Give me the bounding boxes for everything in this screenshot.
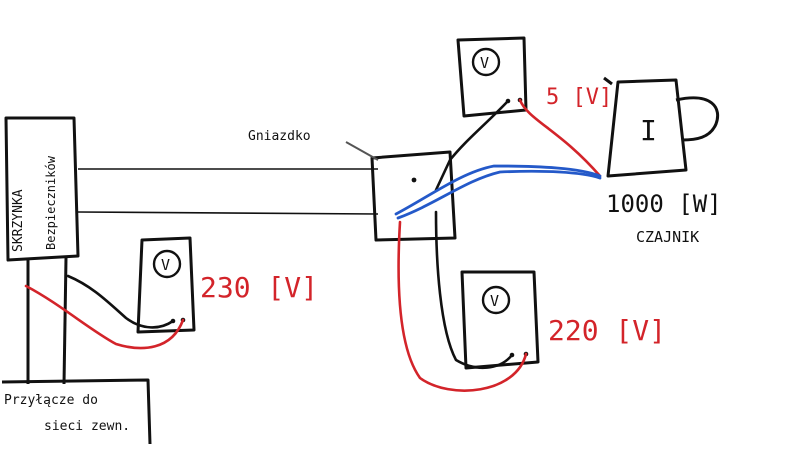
kettle-blue-wire <box>394 164 602 216</box>
voltmeter-socket-reading: 220 [V] <box>548 314 666 347</box>
voltmeter-kettle-reading: 5 [V] <box>546 85 612 110</box>
voltmeter-dial <box>471 47 501 77</box>
kettle-red-lead <box>518 98 602 178</box>
breaker-box-label-1: SKRZYNKA <box>11 189 26 252</box>
mains-red-lead <box>24 284 185 350</box>
voltmeter-socket: V <box>460 270 540 370</box>
socket-red-lead <box>397 220 528 392</box>
kettle-black-supply <box>434 99 510 192</box>
breaker-box-label-2: Bezpieczników <box>44 155 58 250</box>
voltmeter-kettle: V <box>456 36 528 118</box>
service-line-label-2: sieci zewn. <box>44 419 130 434</box>
voltmeter-symbol: V <box>490 292 499 310</box>
voltmeter-mains-reading: 230 [V] <box>200 271 318 304</box>
service-connection-box: Przyłącze do sieci zewn. <box>1 378 152 445</box>
mains-black-lead <box>66 274 175 329</box>
voltmeter-symbol: V <box>480 54 489 72</box>
kettle: I <box>603 76 720 178</box>
socket-label: Gniazdko <box>248 129 311 144</box>
breaker-box: SKRZYNKA Bezpieczników <box>4 116 80 262</box>
kettle-power-label: 1000 [W] <box>606 190 722 218</box>
kettle-symbol: I <box>640 114 657 147</box>
voltmeter-mains: V <box>136 236 196 334</box>
socket-leader <box>345 141 379 161</box>
socket-box <box>370 150 457 242</box>
supply-pole <box>26 257 68 385</box>
service-line-label-1: Przyłącze do <box>4 393 98 408</box>
voltmeter-dial <box>481 285 511 315</box>
kettle-name-label: CZAJNIK <box>636 228 699 246</box>
voltmeter-symbol: V <box>161 256 170 274</box>
voltmeter-dial <box>152 249 182 279</box>
kettle-blue-wire-return <box>396 169 602 220</box>
socket-terminal <box>411 177 417 183</box>
supply-cable <box>77 168 379 215</box>
socket-black-lead <box>434 210 514 370</box>
